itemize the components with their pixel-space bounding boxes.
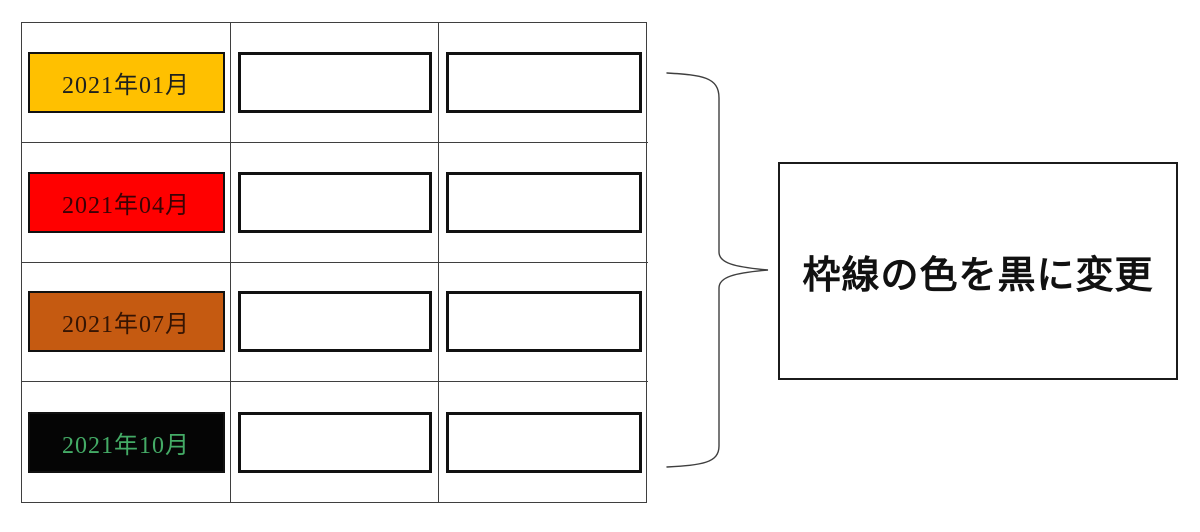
table-cell bbox=[231, 142, 439, 263]
callout-text: 枠線の色を黒に変更 bbox=[802, 254, 1154, 297]
table-cell bbox=[439, 143, 648, 263]
table-cell bbox=[231, 23, 439, 143]
empty-value-box bbox=[237, 171, 432, 233]
empty-value-box bbox=[237, 411, 432, 473]
month-label-box: 2021年04月 bbox=[27, 171, 225, 233]
table-cell bbox=[439, 23, 648, 143]
table-cell: 2021年07月 bbox=[22, 262, 231, 383]
table-cell bbox=[231, 382, 439, 502]
empty-value-box bbox=[445, 291, 642, 353]
schedule-table: 2021年01月 2021年04月 2021年07月 2021年 bbox=[21, 22, 648, 503]
table-cell bbox=[439, 382, 648, 502]
table-cell: 2021年01月 bbox=[22, 23, 231, 143]
table-cell bbox=[439, 263, 648, 383]
empty-value-box bbox=[237, 291, 432, 353]
month-label-box: 2021年10月 bbox=[27, 411, 225, 473]
month-label-box: 2021年01月 bbox=[27, 51, 225, 113]
empty-value-box bbox=[445, 411, 642, 473]
callout-box: 枠線の色を黒に変更 bbox=[778, 162, 1178, 380]
month-label-box: 2021年07月 bbox=[27, 291, 225, 353]
empty-value-box bbox=[445, 51, 642, 113]
empty-value-box bbox=[445, 171, 642, 233]
curly-brace-icon bbox=[640, 60, 790, 480]
empty-value-box bbox=[237, 51, 432, 113]
table-cell: 2021年04月 bbox=[22, 142, 231, 263]
table-cell: 2021年10月 bbox=[22, 382, 231, 502]
table-cell bbox=[231, 262, 439, 383]
curly-brace-path bbox=[666, 72, 769, 468]
